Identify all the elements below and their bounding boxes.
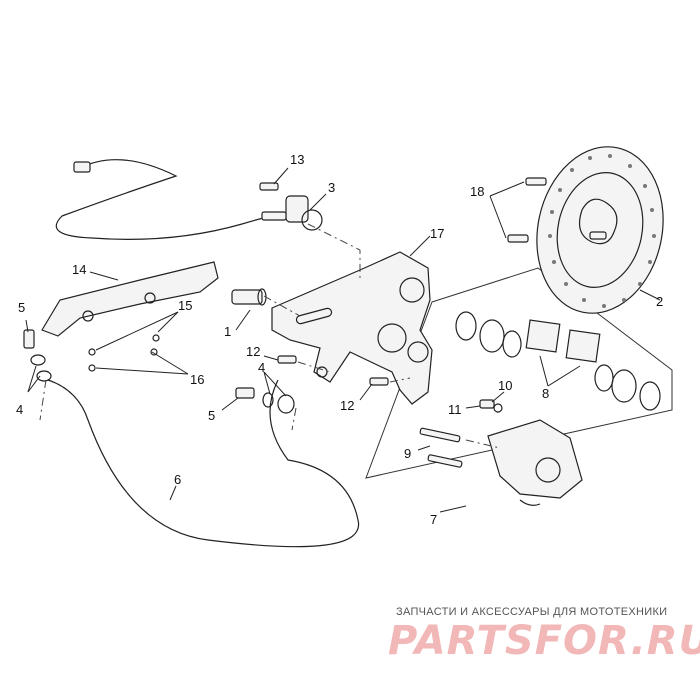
bolt-12-upper — [277, 355, 297, 364]
banjo-middle — [235, 387, 295, 414]
disc-bolts-18 — [507, 177, 607, 243]
callout-11: 11 — [448, 402, 462, 417]
caliper-7 — [487, 419, 583, 506]
callout-8: 8 — [542, 386, 549, 401]
callout-6: 6 — [174, 472, 181, 487]
speed-sensor-3 — [55, 159, 323, 240]
bleeder-10-11 — [479, 399, 503, 413]
callout-12-upper: 12 — [246, 344, 260, 359]
disc-caliper-group-box — [365, 267, 673, 479]
callout-14: 14 — [72, 262, 86, 277]
leader-lines — [25, 167, 661, 513]
callout-10: 10 — [498, 378, 512, 393]
brake-hose-6 — [47, 379, 360, 548]
callout-17: 17 — [430, 226, 444, 241]
brake-pads-8 — [455, 311, 661, 411]
fasteners-15 — [88, 334, 160, 356]
callout-5-right: 5 — [208, 408, 215, 423]
callout-3: 3 — [328, 180, 335, 195]
watermark-tagline: ЗАПЧАСТИ И АКСЕССУАРЫ ДЛЯ МОТОТЕХНИКИ — [396, 606, 668, 618]
banjo-left — [23, 329, 52, 382]
callout-1: 1 — [224, 324, 231, 339]
callout-16: 16 — [190, 372, 204, 387]
callout-9: 9 — [404, 446, 411, 461]
callout-13: 13 — [290, 152, 304, 167]
brake-disc-2 — [536, 146, 664, 314]
pad-pin-9 — [419, 427, 461, 443]
callout-12-lower: 12 — [340, 398, 354, 413]
bolt-13 — [259, 182, 279, 191]
callout-7: 7 — [430, 512, 437, 527]
callout-5-left: 5 — [18, 300, 25, 315]
spacer-1 — [231, 288, 267, 306]
pad-pin-9b — [427, 454, 463, 468]
callout-2: 2 — [656, 294, 663, 309]
caliper-bracket-17 — [271, 251, 433, 405]
callout-4-left: 4 — [16, 402, 23, 417]
callout-4-right: 4 — [258, 360, 265, 375]
chain-guard-14 — [41, 261, 219, 337]
fasteners-16 — [88, 348, 158, 372]
watermark-logo: PARTSFOR.RU — [388, 618, 700, 664]
callout-15: 15 — [178, 298, 192, 313]
bolt-12-lower — [369, 377, 389, 386]
callout-18: 18 — [470, 184, 484, 199]
